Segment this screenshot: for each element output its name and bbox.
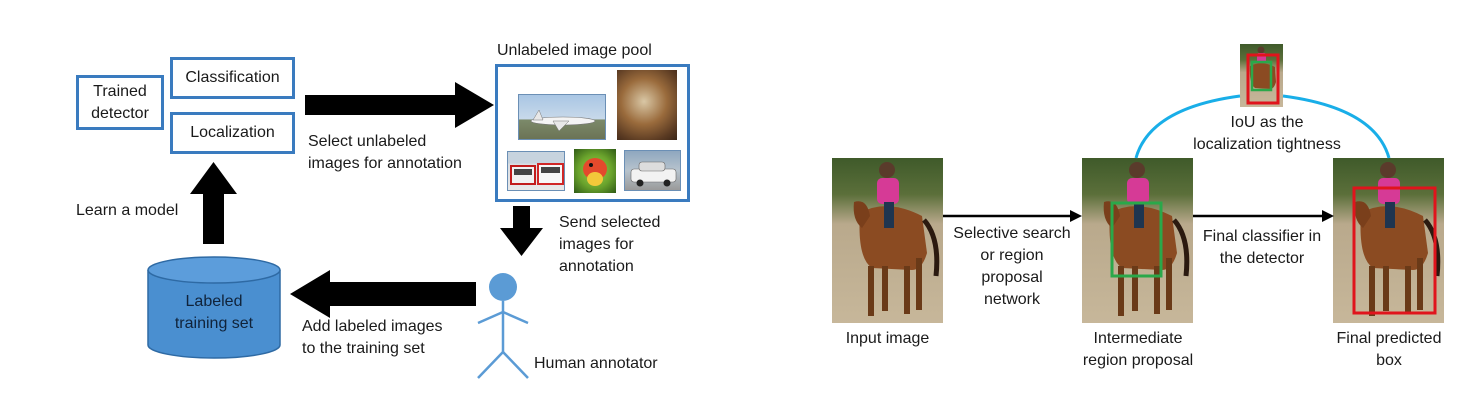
trained-detector-label: Trained detector — [91, 82, 149, 122]
proposal-box — [1110, 201, 1163, 278]
buses-image — [507, 151, 565, 191]
car-image — [624, 150, 681, 191]
localization-box: Localization — [170, 112, 295, 154]
iou-label: IoU as the localization tightness — [1193, 114, 1341, 153]
send-label: Send selected images for annotation — [559, 214, 661, 275]
buses-shape — [510, 163, 564, 185]
bird-image — [574, 149, 616, 193]
select-arrow — [305, 82, 494, 128]
input-image-label: Input image — [845, 330, 930, 347]
iou-red-box — [1246, 53, 1280, 105]
selective-search-label: Selective search or region proposal netw… — [953, 225, 1071, 308]
labeled-training-set-cylinder — [147, 256, 281, 359]
iou-overlap-shape — [1246, 46, 1280, 105]
final-classifier-label: Final classifier in the detector — [1202, 228, 1322, 267]
classification-box: Classification — [170, 57, 295, 99]
intermediate-proposal-label: Intermediate region proposal — [1082, 330, 1194, 369]
car-shape — [630, 161, 677, 187]
learn-arrow — [190, 162, 237, 244]
iou-arc — [1134, 94, 1391, 159]
final-predicted-box-label: Final predicted box — [1336, 330, 1442, 369]
trained-detector-box: Trained detector — [76, 75, 164, 130]
pool-title: Unlabeled image pool — [497, 42, 652, 59]
horse-rider-shape-2 — [1103, 162, 1190, 316]
send-arrow — [500, 206, 543, 256]
learn-label: Learn a model — [76, 202, 179, 219]
add-label: Add labeled images to the training set — [302, 318, 443, 357]
human-annotator-figure — [477, 273, 529, 379]
bird-shape — [583, 158, 607, 186]
horse-rider-shape — [853, 162, 940, 316]
classification-label: Classification — [185, 69, 280, 86]
iou-green-box — [1250, 60, 1273, 92]
cat-image — [617, 70, 677, 140]
predicted-box — [1352, 186, 1437, 315]
localization-label: Localization — [190, 124, 275, 141]
airplane-image — [518, 94, 606, 140]
iou-thumbnail — [1240, 44, 1283, 107]
proposal-arrow — [943, 210, 1082, 222]
horse-rider-shape-3 — [1352, 162, 1441, 316]
add-arrow — [290, 270, 476, 318]
intermediate-horse-image — [1082, 158, 1193, 323]
annotator-label: Human annotator — [534, 355, 658, 372]
labeled-set-label: Labeled training set — [174, 293, 254, 332]
select-label: Select unlabeled images for annotation — [308, 133, 462, 172]
input-horse-image — [832, 158, 943, 323]
classifier-arrow — [1193, 210, 1334, 222]
final-horse-image — [1333, 158, 1444, 323]
airplane-shape — [530, 109, 596, 132]
